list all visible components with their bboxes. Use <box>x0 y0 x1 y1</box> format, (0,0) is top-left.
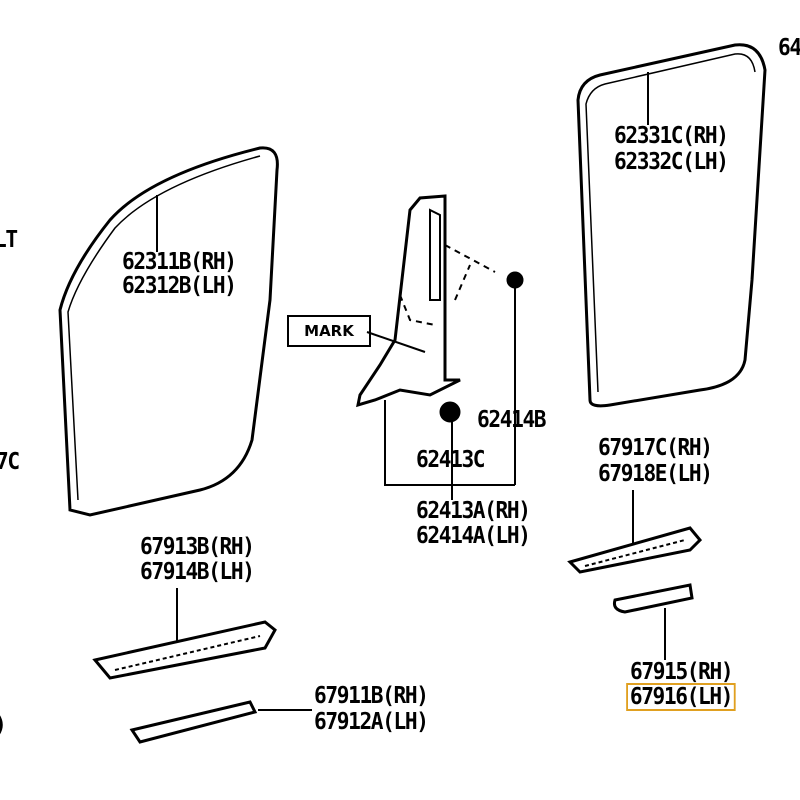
edge-label-top-right: 64 <box>778 35 800 61</box>
part-67917c[interactable]: 67917C(RH) <box>598 435 713 461</box>
part-62413c[interactable]: 62413C <box>416 447 486 473</box>
edge-label-left-2: 7C <box>0 449 20 475</box>
part-62332c[interactable]: 62332C(LH) <box>614 149 729 175</box>
part-67914b[interactable]: 67914B(LH) <box>140 559 255 585</box>
part-62312b[interactable]: 62312B(LH) <box>122 273 237 299</box>
pillar-garnish <box>356 194 461 408</box>
edge-label-left-3: ) <box>0 713 7 737</box>
edge-label-left-1: LT <box>0 227 18 253</box>
mark-callout: MARK <box>287 315 371 347</box>
part-67915[interactable]: 67915(RH) <box>630 659 734 685</box>
part-62414a[interactable]: 62414A(LH) <box>416 523 531 549</box>
front-scuff-plate <box>92 620 277 680</box>
rear-door-weatherstrip <box>576 43 767 408</box>
rear-scuff-plate <box>567 526 703 574</box>
part-67913b[interactable]: 67913B(RH) <box>140 534 255 560</box>
clip-62413c-shape <box>439 401 461 423</box>
part-67918e[interactable]: 67918E(LH) <box>598 461 713 487</box>
part-62413a[interactable]: 62413A(RH) <box>416 498 531 524</box>
part-62331c[interactable]: 62331C(RH) <box>614 123 729 149</box>
part-62311b[interactable]: 62311B(RH) <box>122 249 237 275</box>
front-door-weatherstrip <box>58 146 279 517</box>
clip-62414b-shape <box>506 271 524 289</box>
front-step-plate <box>129 700 258 744</box>
part-67911b[interactable]: 67911B(RH) <box>314 683 429 709</box>
part-62414b[interactable]: 62414B <box>477 407 547 433</box>
part-67912a[interactable]: 67912A(LH) <box>314 709 429 735</box>
part-67916-highlighted[interactable]: 67916(LH) <box>626 683 736 711</box>
rear-step-plate <box>613 583 694 614</box>
